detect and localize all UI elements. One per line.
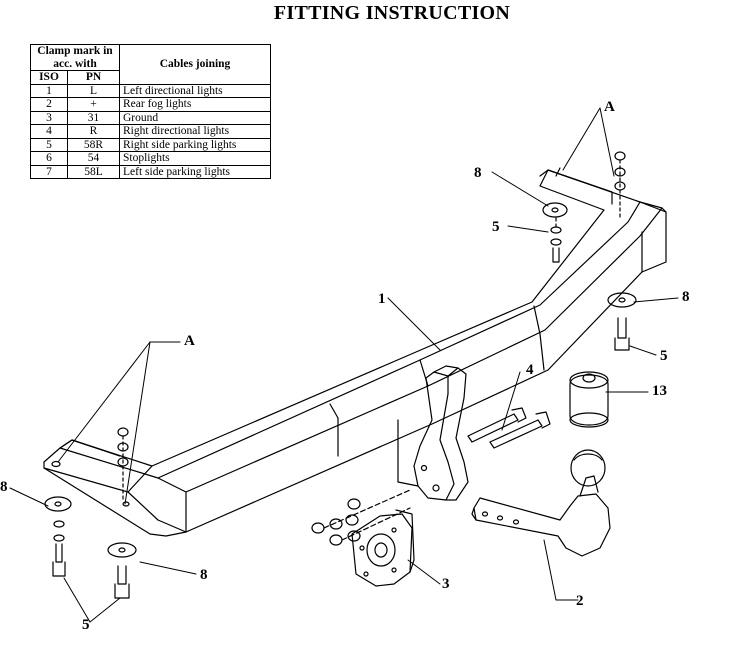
callout-8-right: 8 (682, 289, 690, 305)
callout-8-bottom: 8 (200, 567, 208, 583)
ball-mount-bracket (397, 365, 469, 501)
ball-cap (569, 371, 609, 428)
socket-plate (351, 509, 415, 587)
callout-a-top: A (604, 99, 615, 115)
desc-cell: Left side parking lights (119, 164, 271, 179)
pn-cell: 58R (67, 137, 120, 152)
page-title: FITTING INSTRUCTION (273, 2, 511, 24)
callout-5-bottom: 5 (82, 617, 90, 633)
callout-13: 13 (652, 383, 667, 399)
callout-a-left: A (184, 333, 195, 349)
callout-5-right: 5 (660, 348, 668, 364)
ball-neck (471, 449, 611, 557)
leader-lines (9, 107, 679, 623)
bolts (467, 407, 551, 449)
callout-8-top: 8 (474, 165, 482, 181)
callout-4: 4 (526, 362, 534, 378)
bracket-fasteners (311, 489, 411, 546)
fastener-stack-top-right (542, 151, 637, 351)
callout-8-left: 8 (0, 479, 8, 495)
callout-2: 2 (576, 593, 584, 609)
callout-3: 3 (442, 576, 450, 592)
header-cables-joining: Cables joining (119, 44, 271, 85)
table-row: 2+Rear fog lights (30, 97, 271, 112)
crossbar (43, 167, 667, 537)
callout-5-top: 5 (492, 219, 500, 235)
desc-cell: Right side parking lights (119, 137, 271, 152)
callout-1: 1 (378, 291, 386, 307)
fastener-stack-left (44, 427, 137, 599)
cable-joining-table: Clamp mark in acc. with Cables joining I… (30, 44, 271, 179)
header-clamp-mark: Clamp mark in acc. with (30, 44, 120, 71)
header-pn: PN (67, 70, 120, 85)
